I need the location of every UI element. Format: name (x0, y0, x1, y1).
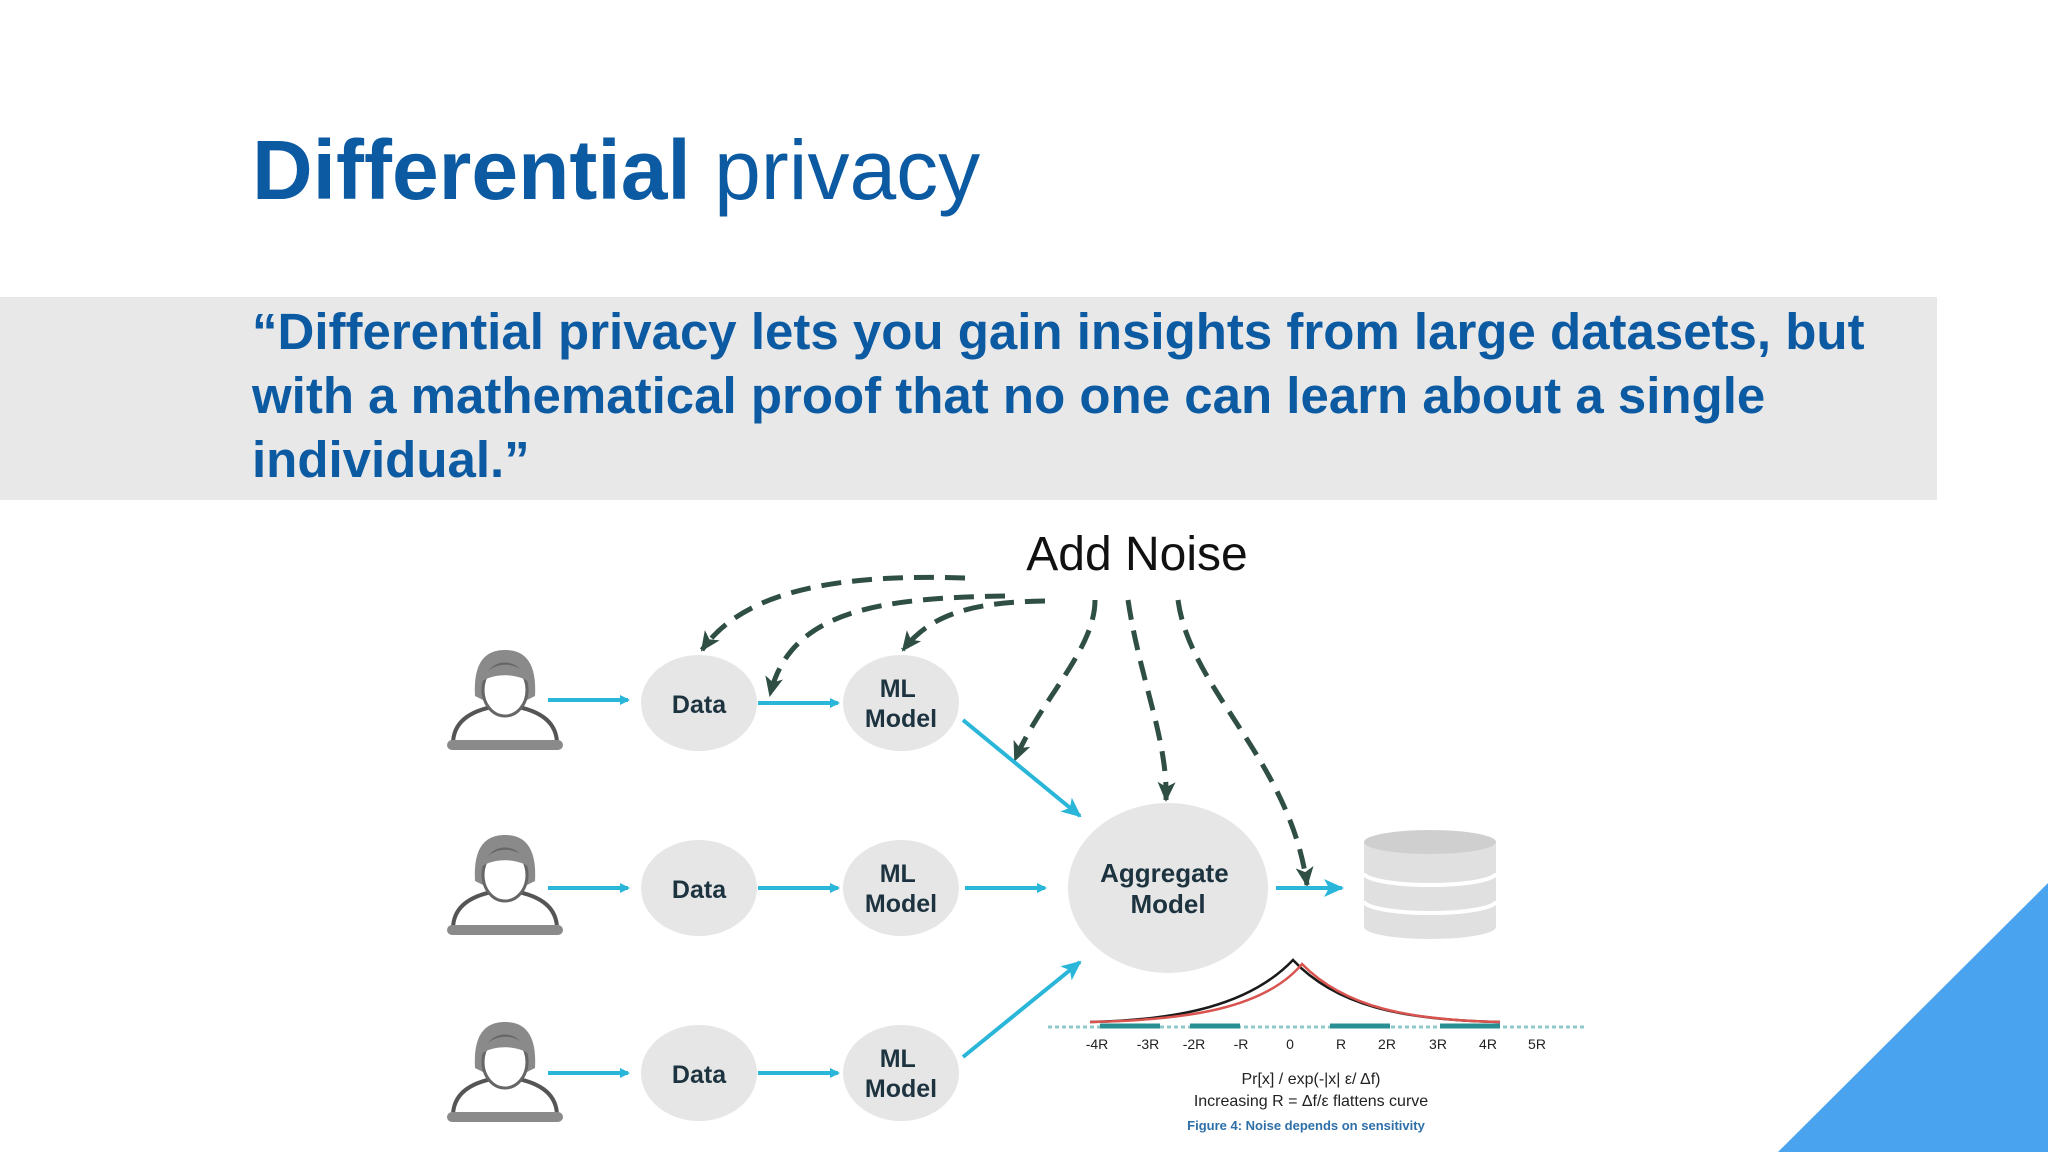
user-icon (447, 835, 563, 935)
ml-model-node (843, 1025, 959, 1121)
quote-band (0, 297, 1937, 500)
aggregate-label-line2: Model (1130, 889, 1205, 919)
user-icon (447, 1022, 563, 1122)
inset-tick: R (1336, 1036, 1346, 1052)
noise-arrow-to-model-link (1012, 599, 1098, 762)
aggregate-model-label: Aggregate Model (1100, 858, 1236, 919)
slide-title: Differential privacy (252, 128, 980, 212)
data-node (641, 1025, 757, 1121)
title-light: privacy (714, 123, 981, 217)
data-node (641, 655, 757, 751)
noise-arrow-to-database (1175, 599, 1314, 887)
inset-tick: -4R (1086, 1036, 1109, 1052)
ml-model-label: ML Model (865, 860, 937, 918)
ml-model-node (843, 655, 959, 751)
inset-note: Increasing R = Δf/ε flattens curve (1194, 1093, 1428, 1110)
ml-model-label-line1: ML (880, 675, 916, 703)
inset-tick: -2R (1183, 1036, 1206, 1052)
noise-arrow-to-ml-model (901, 598, 1046, 652)
ml-model-node (843, 840, 959, 936)
title-bold: Differential (252, 123, 691, 217)
ml-model-label: ML Model (865, 675, 937, 733)
distribution-curve-red (1089, 962, 1501, 1024)
ml-model-label-line2: Model (865, 890, 937, 918)
noise-arrow-to-data-model-link (765, 593, 1006, 697)
add-noise-label: Add Noise (1026, 528, 1247, 581)
aggregate-label-line1: Aggregate (1100, 858, 1229, 888)
aggregate-model-node (1068, 803, 1268, 973)
database-icon (1362, 830, 1498, 939)
inset-tick: 5R (1528, 1036, 1546, 1052)
ml-model-label: ML Model (865, 1045, 937, 1103)
data-label: Data (672, 1061, 727, 1089)
quote-text: “Differential privacy lets you gain insi… (252, 303, 1865, 488)
noise-arrow-to-aggregate (1125, 599, 1176, 802)
user-icon (447, 650, 563, 750)
inset-tick: 2R (1378, 1036, 1396, 1052)
data-label: Data (672, 691, 727, 719)
inset-caption: Figure 4: Noise depends on sensitivity (1187, 1118, 1425, 1133)
inset-tick: -3R (1137, 1036, 1160, 1052)
data-node (641, 840, 757, 936)
inset-ticks: -4R -3R -2R -R 0 R 2R 3R 4R 5R (1086, 1036, 1546, 1052)
ml-model-label-line2: Model (865, 705, 937, 733)
data-label: Data (672, 876, 727, 904)
noise-arrows (699, 574, 1314, 887)
noise-distribution-inset: -4R -3R -2R -R 0 R 2R 3R 4R 5R Pr[x] / e… (1048, 958, 1585, 1133)
ml-model-label-line1: ML (880, 1045, 916, 1073)
inset-tick: 3R (1429, 1036, 1447, 1052)
inset-formula: Pr[x] / exp(-|x| ε/ Δf) (1241, 1071, 1380, 1088)
ml-model-label-line2: Model (865, 1075, 937, 1103)
inset-tick: 4R (1479, 1036, 1497, 1052)
noise-arrow-to-data (699, 574, 966, 652)
inset-tick: 0 (1286, 1036, 1294, 1052)
ml-model-label-line1: ML (880, 860, 916, 888)
inset-tick: -R (1234, 1036, 1249, 1052)
